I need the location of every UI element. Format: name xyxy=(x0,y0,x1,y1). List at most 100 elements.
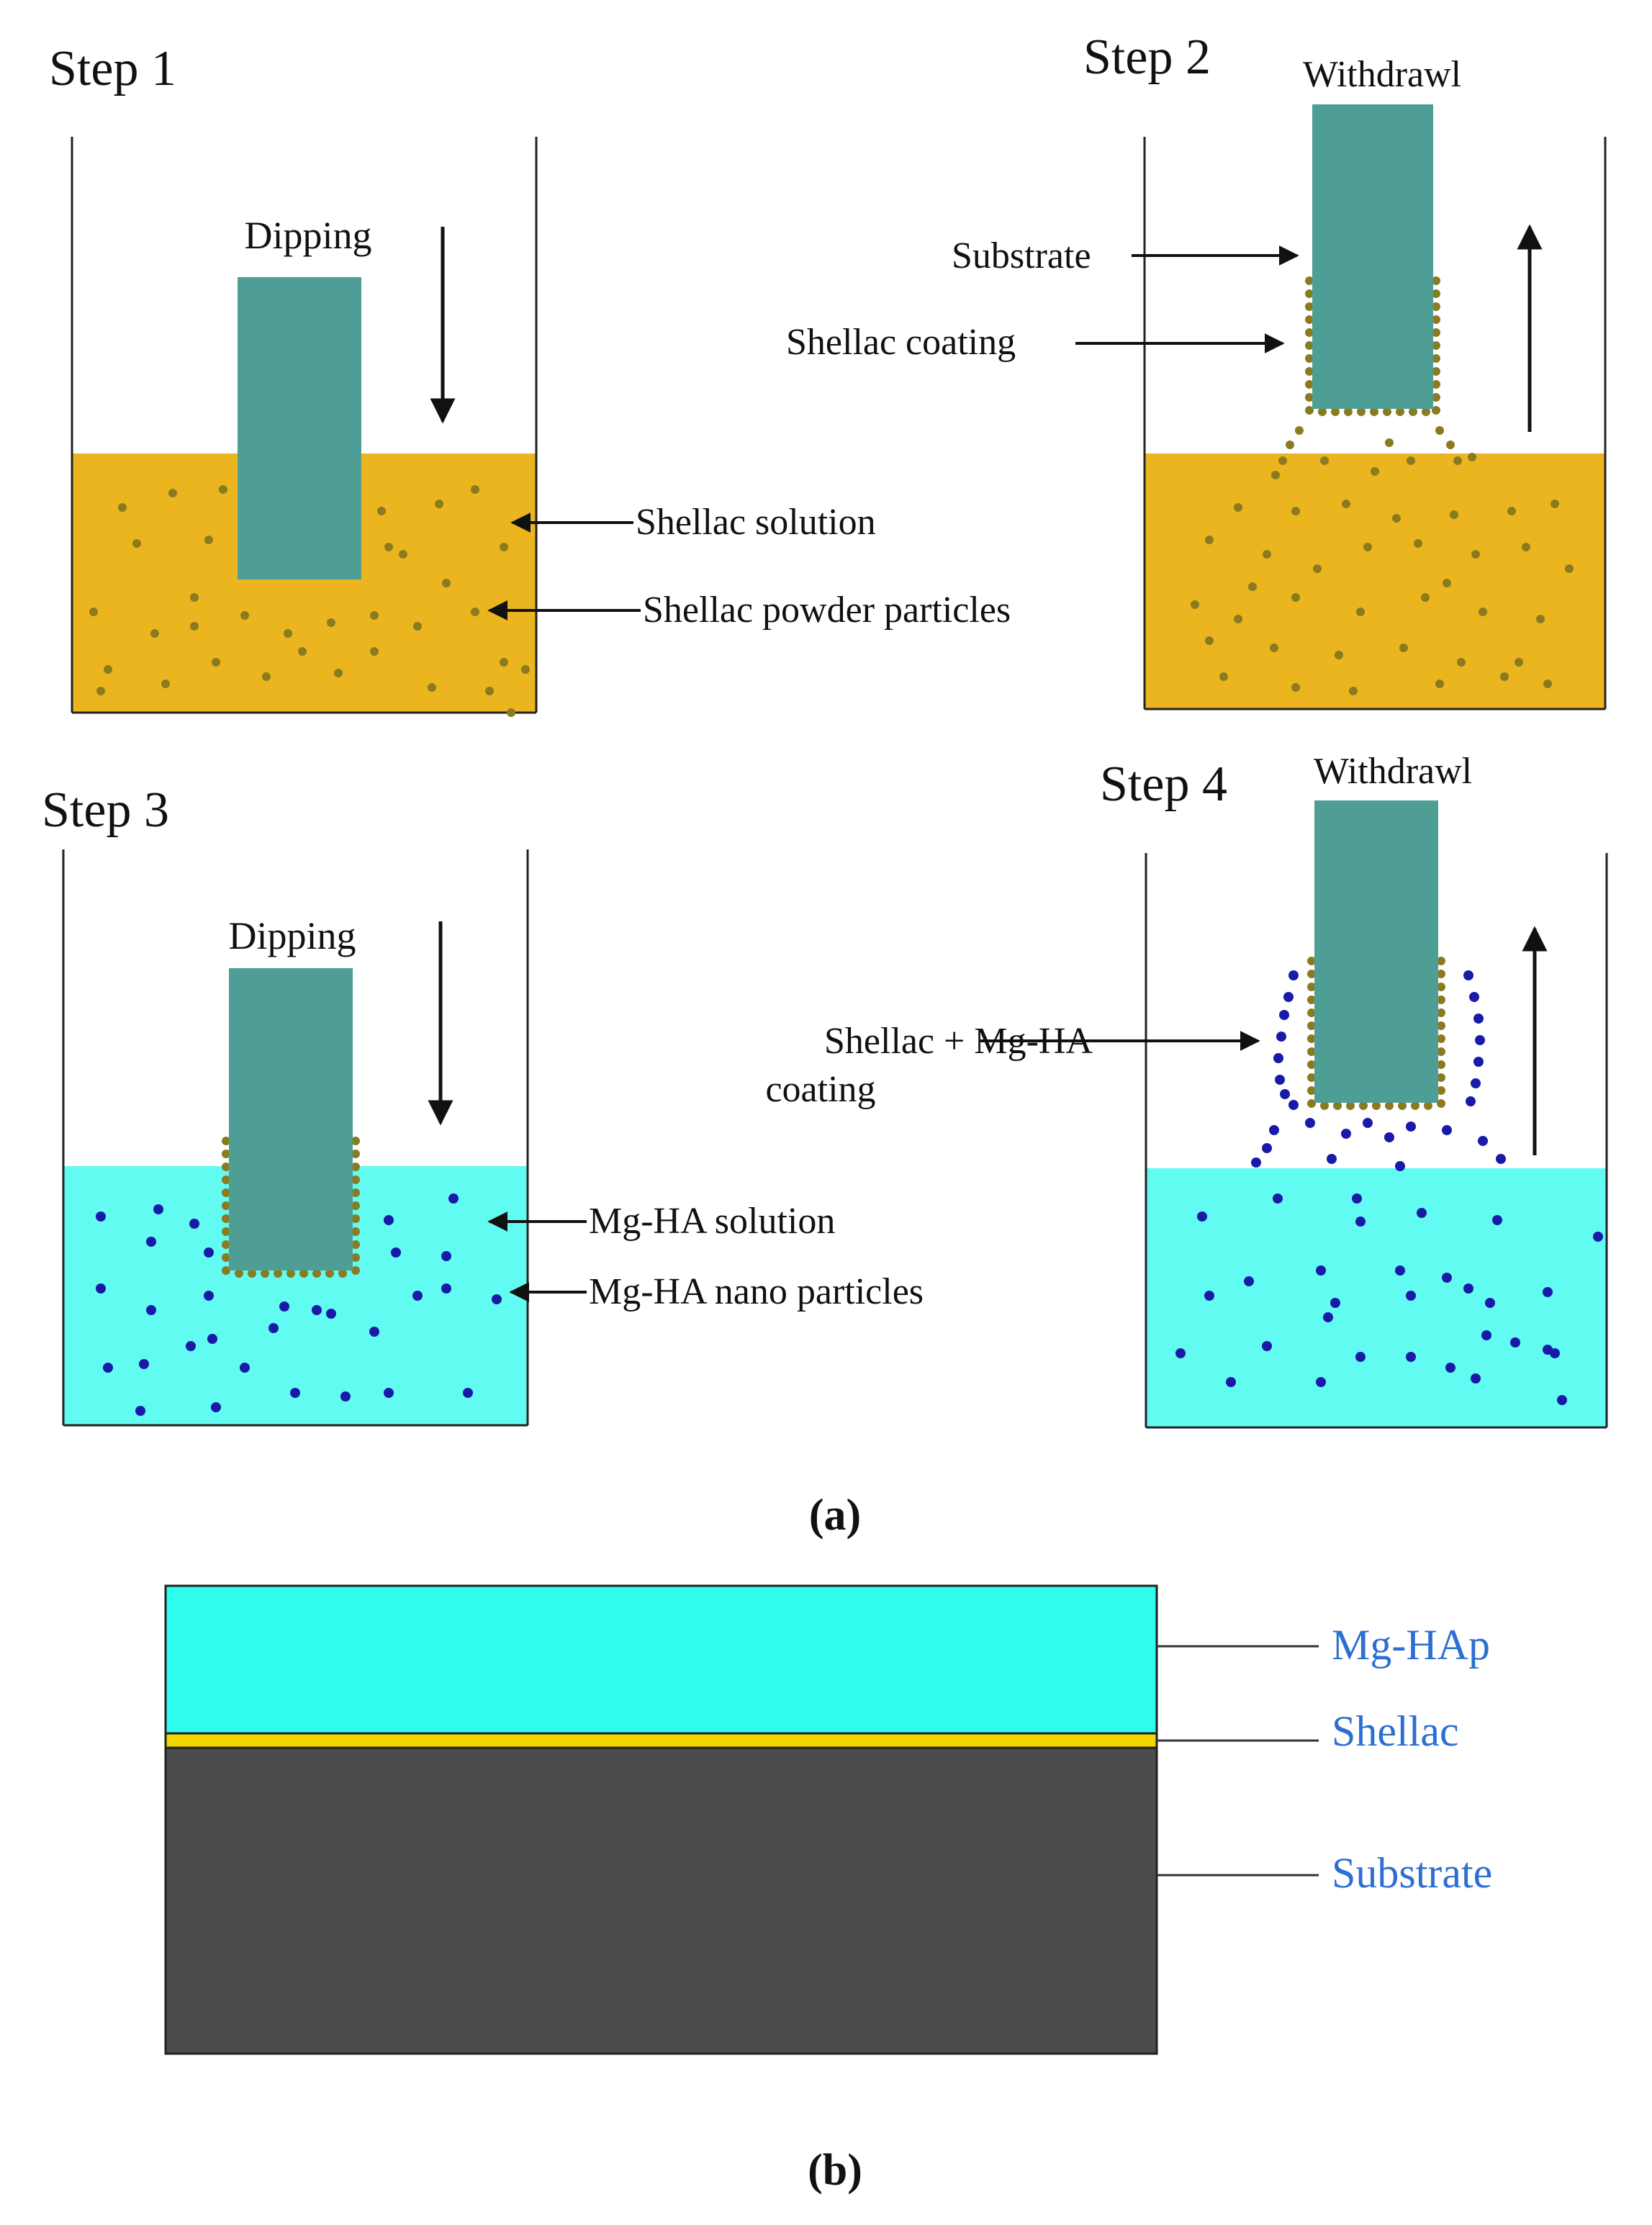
particle xyxy=(1432,341,1440,350)
particle xyxy=(222,1214,230,1223)
particle xyxy=(1342,500,1350,508)
particle xyxy=(261,1269,269,1278)
particle xyxy=(146,1237,156,1247)
particle xyxy=(222,1266,230,1275)
particle xyxy=(1363,1118,1373,1128)
particle xyxy=(1407,456,1415,465)
particle xyxy=(135,1406,145,1416)
particle xyxy=(96,687,105,695)
particle xyxy=(1335,651,1343,659)
particle xyxy=(441,1251,451,1261)
particle xyxy=(1437,983,1445,991)
step-2-panel: Step 2 Withdrawl Substrate Shellac coati… xyxy=(786,30,1607,710)
particle xyxy=(1320,456,1329,465)
particle xyxy=(240,611,249,620)
dipping-label: Dipping xyxy=(244,214,371,257)
particle xyxy=(222,1227,230,1236)
particle xyxy=(1522,543,1530,551)
particle xyxy=(1279,1010,1289,1020)
particle xyxy=(428,683,436,692)
mgha-particles-label: Mg-HA nano particles xyxy=(589,1271,924,1312)
particle xyxy=(161,680,170,688)
particle xyxy=(1283,992,1294,1002)
particle xyxy=(1305,380,1314,389)
particle xyxy=(1421,593,1430,602)
particle xyxy=(1346,1101,1355,1110)
step-3-title: Step 3 xyxy=(42,782,169,838)
combined-coating-label-line2: coating xyxy=(765,1069,875,1110)
particle xyxy=(1496,1154,1506,1164)
particle xyxy=(1471,1078,1481,1088)
particle xyxy=(1307,970,1316,978)
particle xyxy=(1473,1014,1484,1024)
particle xyxy=(190,622,199,631)
particle xyxy=(222,1150,230,1158)
particle xyxy=(500,658,508,667)
particle xyxy=(1331,407,1340,416)
particle xyxy=(369,1327,379,1337)
particle xyxy=(351,1214,360,1223)
particle xyxy=(1471,1373,1481,1384)
particle xyxy=(1550,1348,1560,1358)
particle xyxy=(1463,970,1473,980)
particle xyxy=(1406,1291,1416,1301)
layer-cross-section: Mg-HAp Shellac Substrate xyxy=(164,1584,1492,2055)
particle xyxy=(1295,426,1304,435)
particle xyxy=(1370,407,1378,416)
particle xyxy=(1437,1099,1445,1108)
particle xyxy=(1288,970,1299,980)
particle xyxy=(222,1137,230,1145)
particle xyxy=(222,1253,230,1262)
particle xyxy=(351,1137,360,1145)
particle xyxy=(1273,1053,1283,1063)
particle xyxy=(442,579,451,587)
particle xyxy=(1385,1101,1394,1110)
shellac-drip-particles xyxy=(1271,426,1476,479)
substrate xyxy=(1312,104,1433,409)
step-3-panel: Step 3 Dipping Mg-HA solution Mg-HA nano… xyxy=(42,782,924,1427)
substrate xyxy=(229,968,353,1271)
particle xyxy=(222,1188,230,1197)
particle xyxy=(412,1291,423,1301)
particle xyxy=(1437,970,1445,978)
shellac-layer-label: Shellac xyxy=(1332,1707,1459,1755)
particle xyxy=(1507,507,1516,515)
particle xyxy=(298,647,307,656)
particle xyxy=(1466,1096,1476,1106)
particle xyxy=(235,1269,243,1278)
particle xyxy=(351,1201,360,1210)
particle xyxy=(1437,1086,1445,1095)
particle xyxy=(1442,1273,1452,1283)
particle xyxy=(139,1359,149,1369)
particle xyxy=(299,1269,308,1278)
particle xyxy=(384,1215,394,1225)
particle xyxy=(1432,289,1440,298)
particle xyxy=(1395,1161,1405,1171)
particle xyxy=(1355,1352,1366,1362)
particle xyxy=(1262,1341,1272,1351)
particle xyxy=(1197,1211,1207,1222)
particle xyxy=(441,1283,451,1294)
particle xyxy=(340,1391,351,1402)
particle xyxy=(1357,407,1366,416)
particle xyxy=(1333,1101,1342,1110)
particle xyxy=(1422,407,1430,416)
panel-a-label: (a) xyxy=(809,1491,861,1540)
particle xyxy=(1371,467,1379,476)
particle xyxy=(1280,1089,1290,1099)
particle xyxy=(312,1269,321,1278)
mgha-solution-bath xyxy=(1146,1168,1607,1427)
particle xyxy=(1305,341,1314,350)
particle xyxy=(370,647,379,656)
particle xyxy=(222,1163,230,1171)
particle xyxy=(1355,1217,1366,1227)
particle xyxy=(1305,406,1314,415)
particle xyxy=(1481,1330,1491,1340)
particle xyxy=(1356,608,1365,616)
particle xyxy=(212,658,220,667)
particle xyxy=(492,1294,502,1304)
particle xyxy=(325,1269,334,1278)
particle xyxy=(1305,328,1314,337)
particle xyxy=(463,1388,473,1398)
